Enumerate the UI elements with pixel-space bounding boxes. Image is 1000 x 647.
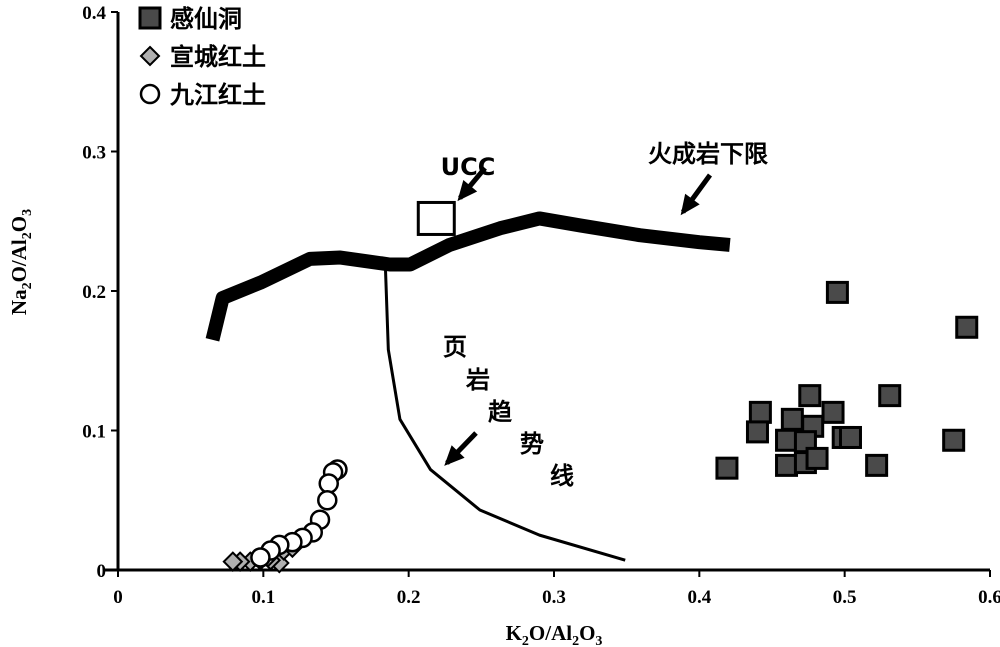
y-tick-label: 0.4 xyxy=(82,3,106,24)
x-tick-label: 0.6 xyxy=(978,587,1000,608)
square-point xyxy=(825,280,849,304)
igneous-arrow-head xyxy=(680,193,700,216)
square-point xyxy=(780,407,804,431)
square-point xyxy=(821,400,845,424)
square-point xyxy=(775,428,799,452)
y-tick-label: 0.1 xyxy=(82,422,106,443)
shale-trend-label-char: 势 xyxy=(520,430,544,458)
shale-trend-label-char: 趋 xyxy=(488,398,513,426)
ucc-label: UCC xyxy=(441,153,496,181)
shale-trend-line xyxy=(383,267,626,562)
legend-diamond-icon xyxy=(139,45,161,67)
legend-label: 感仙洞 xyxy=(170,5,242,33)
shale-trend-label-char: 线 xyxy=(550,462,574,490)
y-tick-label: 0.3 xyxy=(82,143,106,164)
legend-label: 九江红土 xyxy=(169,81,266,109)
square-point xyxy=(805,446,829,470)
x-tick-label: 0.2 xyxy=(397,587,421,608)
ucc-arrow-head xyxy=(457,179,478,202)
igneous-lower-limit-line xyxy=(205,211,731,342)
legend-circle-icon xyxy=(139,83,161,105)
x-tick-label: 0 xyxy=(113,587,123,608)
circle-point xyxy=(317,490,338,511)
square-point xyxy=(775,453,799,477)
square-point xyxy=(748,400,772,424)
square-point xyxy=(838,425,862,449)
x-tick-label: 0.3 xyxy=(542,587,566,608)
legend-label: 宣城红土 xyxy=(170,43,266,71)
square-point xyxy=(798,384,822,408)
circle-point xyxy=(250,547,271,568)
square-point xyxy=(942,428,966,452)
y-axis-label: Na2O/Al2O3 xyxy=(7,209,35,315)
shale-arrow-head xyxy=(444,445,465,466)
shale-trend-label-char: 岩 xyxy=(465,366,490,394)
ucc-marker xyxy=(416,200,456,236)
x-tick-label: 0.5 xyxy=(833,587,857,608)
square-point xyxy=(715,456,739,480)
square-point xyxy=(955,315,979,339)
y-tick-label: 0 xyxy=(97,561,107,582)
square-point xyxy=(745,420,769,444)
y-tick-label: 0.2 xyxy=(82,282,106,303)
legend-square-icon xyxy=(138,6,162,30)
square-point xyxy=(878,384,902,408)
x-tick-label: 0.1 xyxy=(251,587,275,608)
circle-point xyxy=(318,473,339,494)
square-point xyxy=(865,453,889,477)
diamond-point xyxy=(222,551,244,573)
igneous-limit-label: 火成岩下限 xyxy=(648,140,768,168)
x-tick-label: 0.4 xyxy=(687,587,711,608)
x-axis-label: K2O/Al2O3 xyxy=(506,621,603,647)
shale-trend-label-char: 页 xyxy=(443,333,467,361)
